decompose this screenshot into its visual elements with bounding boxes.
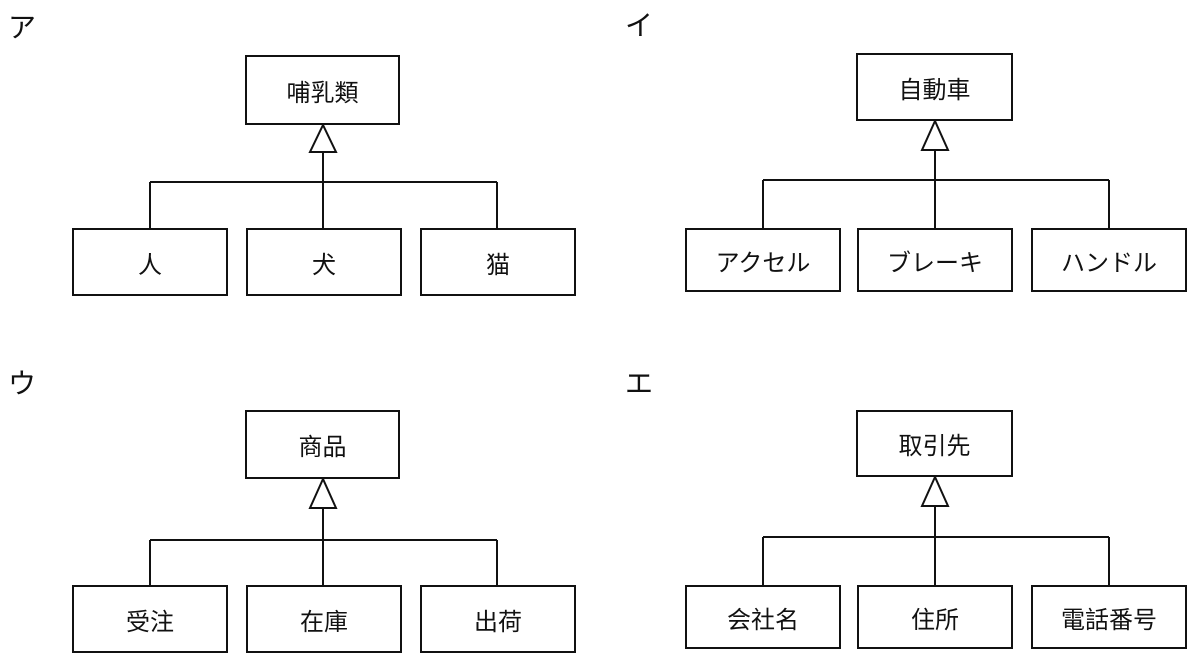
generalization-arrowhead (308, 122, 338, 153)
child-class-box-1: 受注 (72, 585, 228, 653)
child-class-box-2: 在庫 (246, 585, 402, 653)
child-class-box-2: 住所 (857, 585, 1013, 649)
option-label-a: ア (8, 11, 37, 44)
child-class-box-3: ハンドル (1031, 228, 1187, 292)
generalization-arrowhead (920, 118, 950, 151)
child-class-box-3: 猫 (420, 228, 576, 296)
child-class-box-1: 人 (72, 228, 228, 296)
child-class-box-1: アクセル (685, 228, 841, 292)
child-class-box-3: 電話番号 (1031, 585, 1187, 649)
child-class-box-1: 会社名 (685, 585, 841, 649)
child-class-box-2: 犬 (246, 228, 402, 296)
parent-class-box: 自動車 (856, 53, 1013, 121)
option-label-e: エ (625, 367, 654, 400)
parent-class-box: 商品 (245, 410, 400, 479)
diagram-i-connectors (762, 118, 1110, 228)
option-label-i: イ (625, 9, 654, 42)
parent-class-box: 哺乳類 (245, 55, 400, 125)
diagram-u-connectors (149, 476, 498, 585)
child-class-box-3: 出荷 (420, 585, 576, 653)
parent-class-box: 取引先 (856, 410, 1013, 477)
generalization-arrowhead (308, 476, 338, 509)
option-label-u: ウ (8, 367, 37, 400)
child-class-box-2: ブレーキ (857, 228, 1013, 292)
generalization-arrowhead (920, 474, 950, 507)
diagram-a-connectors (149, 122, 498, 228)
